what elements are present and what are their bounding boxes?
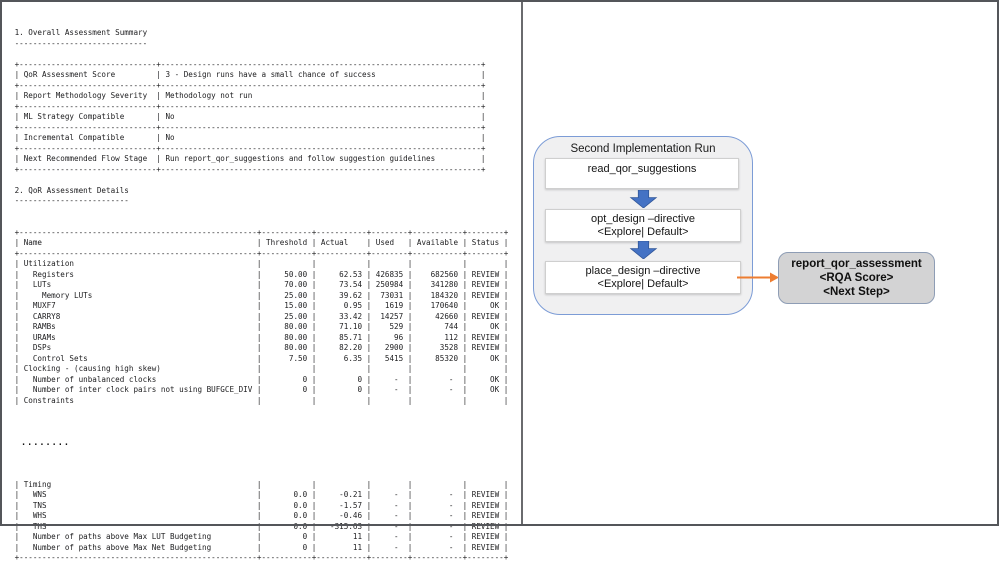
ellipsis-separator: ........: [21, 437, 70, 448]
step-label: read_qor_suggestions: [587, 163, 697, 175]
flow-group-title: Second Implementation Run: [570, 143, 716, 155]
down-arrow-icon: [629, 241, 658, 259]
step-opt-design: opt_design –directive <Explore| Default>: [545, 209, 741, 242]
result-line: <RQA Score>: [819, 272, 894, 284]
qor-report-text-timing: | Timing | | | | | | | WNS | 0.0 | -0.21…: [14, 479, 509, 563]
result-line: report_qor_assessment: [791, 258, 922, 270]
step-place-design: place_design –directive <Explore| Defaul…: [545, 261, 741, 294]
step-sublabel: <Explore| Default>: [597, 225, 689, 238]
down-arrow-icon: [629, 190, 658, 208]
right-arrow-icon: [737, 272, 779, 283]
step-label: opt_design –directive: [591, 212, 695, 225]
qor-report-text-top: 1. Overall Assessment Summary ----------…: [14, 28, 509, 405]
step-sublabel: <Explore| Default>: [597, 277, 689, 290]
second-implementation-run-group: Second Implementation Run read_qor_sugge…: [533, 136, 753, 315]
panel-divider: [521, 0, 523, 526]
step-read-qor-suggestions: read_qor_suggestions: [545, 158, 739, 189]
result-line: <Next Step>: [823, 286, 890, 298]
step-label: place_design –directive: [585, 264, 701, 277]
qor-report-panel: 1. Overall Assessment Summary ----------…: [10, 7, 515, 574]
report-qor-assessment-box: report_qor_assessment <RQA Score> <Next …: [778, 252, 935, 304]
